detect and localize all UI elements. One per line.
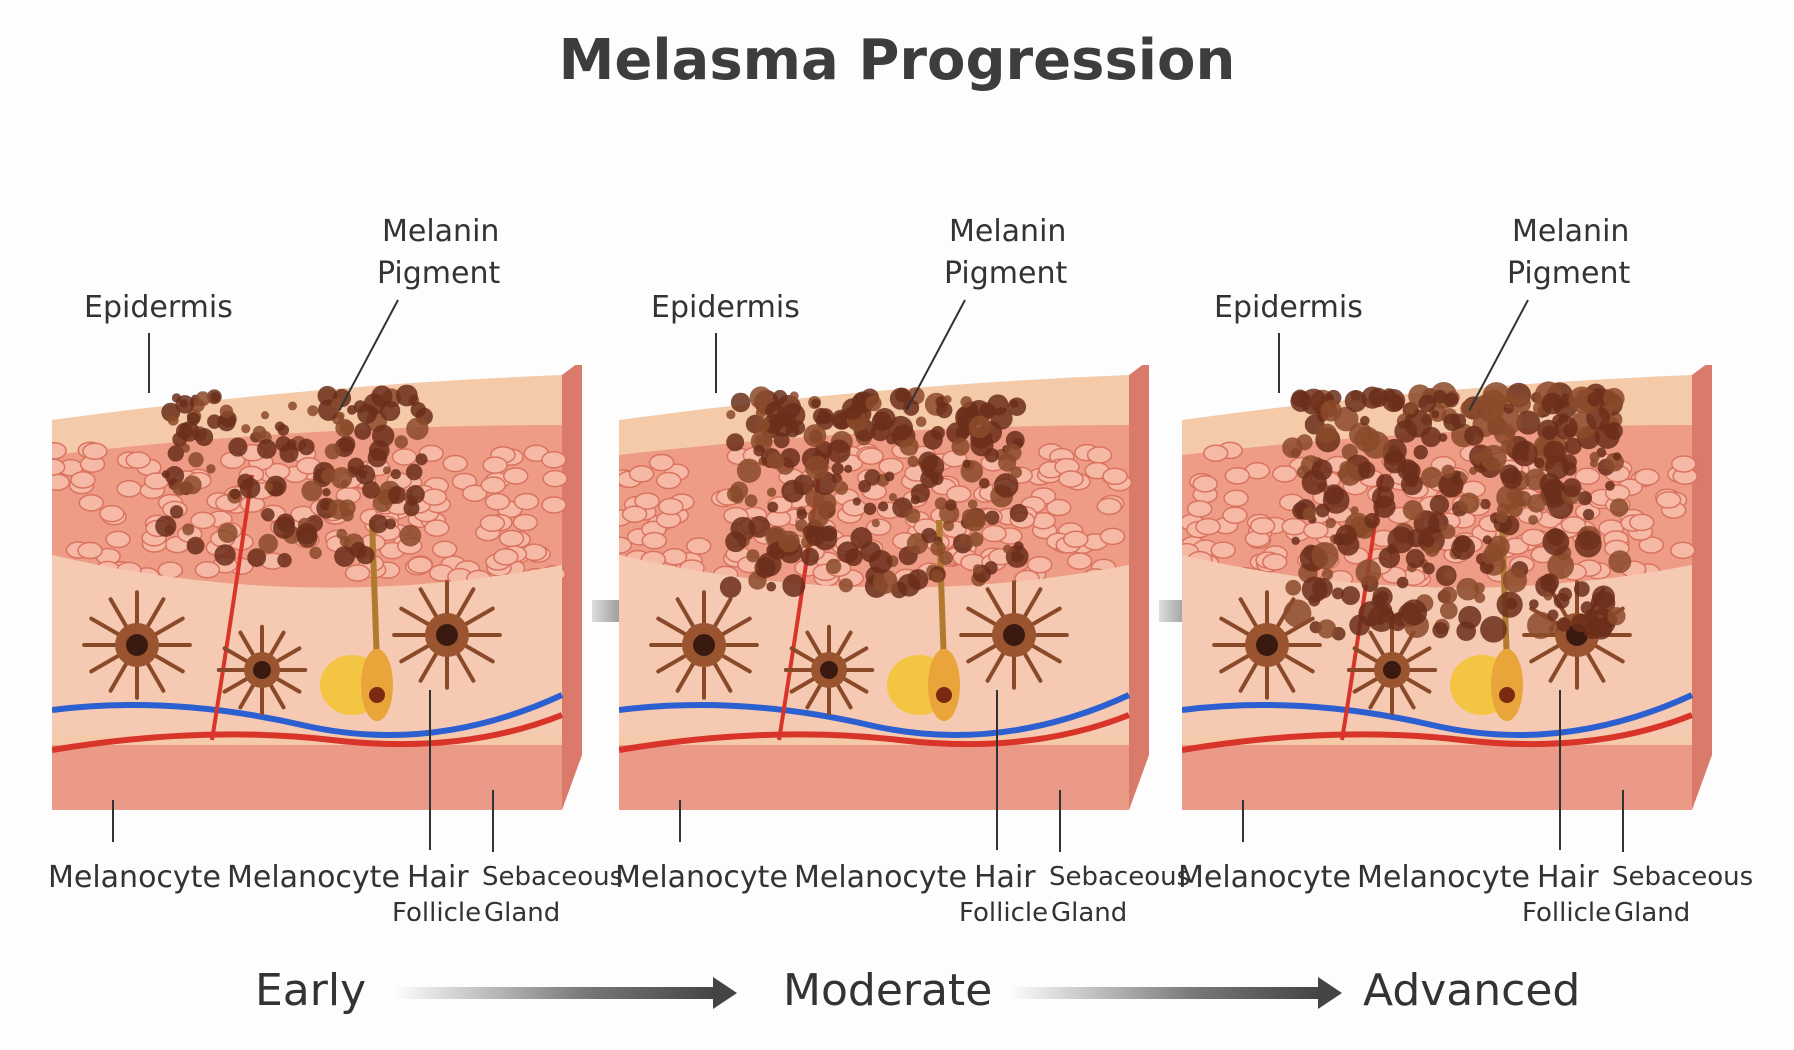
hair-follicle: [320, 519, 393, 721]
stage-arrow-icon: [395, 977, 737, 1009]
vein: [51, 692, 564, 738]
melanin-label: Melanin: [382, 214, 500, 249]
leader-line: [1059, 790, 1061, 852]
melanocyte-label: Melanocyte: [1357, 860, 1530, 895]
melanocyte: [392, 580, 502, 690]
follicle-label: Follicle: [959, 898, 1049, 928]
page-title: Melasma Progression: [558, 28, 1236, 93]
vein: [1181, 692, 1694, 738]
subcutaneous-layer: [619, 745, 1129, 810]
skin-cross-section-moderate: [606, 360, 1159, 815]
skin-cross-section-early: [39, 360, 592, 815]
artery: [618, 712, 1131, 753]
epidermis-label: Epidermis: [1214, 290, 1363, 325]
stage-label: Early: [255, 965, 367, 1016]
leader-line: [1559, 690, 1561, 850]
leader-line: [679, 800, 681, 842]
hair-follicle: [887, 519, 960, 721]
leader-line: [996, 690, 998, 850]
melanocyte-label: Melanocyte: [794, 860, 967, 895]
melanin-pigment-cluster: [155, 384, 433, 568]
follicle-label: Follicle: [1522, 898, 1612, 928]
stage-arrow-icon: [1010, 977, 1342, 1009]
pigment-label: Pigment: [1507, 256, 1631, 291]
gland-label: Gland: [1051, 898, 1128, 928]
hair-label: Hair: [974, 860, 1036, 895]
melanocyte: [959, 580, 1069, 690]
melanocyte: [783, 624, 875, 716]
hair-label: Hair: [407, 860, 469, 895]
subcutaneous-layer: [1182, 745, 1692, 810]
stage-label: Moderate: [783, 965, 993, 1016]
melanocyte: [1346, 624, 1438, 716]
gland-label: Gland: [1614, 898, 1691, 928]
leader-line: [715, 333, 717, 393]
melanin-label: Melanin: [949, 214, 1067, 249]
hair-follicle: [1450, 519, 1523, 721]
leader-line: [1278, 333, 1280, 393]
sebaceous-label: Sebaceous: [1049, 862, 1191, 892]
side-face: [1692, 360, 1712, 810]
epidermis-label: Epidermis: [651, 290, 800, 325]
melanocyte-label: Melanocyte: [227, 860, 400, 895]
gland-label: Gland: [484, 898, 561, 928]
melanocyte: [649, 590, 759, 700]
melanocyte: [216, 624, 308, 716]
melanin-label: Melanin: [1512, 214, 1630, 249]
pigment-label: Pigment: [377, 256, 501, 291]
hair-label: Hair: [1537, 860, 1599, 895]
dermis-layer: [619, 555, 1129, 735]
melanocyte-label: Melanocyte: [1178, 860, 1351, 895]
skin-cross-section-advanced: [1172, 360, 1722, 815]
subcutaneous-layer: [52, 745, 562, 810]
leader-line: [112, 800, 114, 842]
artery: [51, 712, 564, 753]
side-face: [562, 360, 582, 810]
melanocyte-label: Melanocyte: [48, 860, 221, 895]
stage-label: Advanced: [1363, 965, 1581, 1016]
leader-line: [492, 790, 494, 852]
dermis-layer: [52, 555, 562, 735]
leader-line: [148, 333, 150, 393]
melanocyte: [82, 590, 192, 700]
pigment-label: Pigment: [944, 256, 1068, 291]
leader-line: [429, 690, 431, 850]
melanin-pigment-cluster: [719, 386, 1029, 599]
sebaceous-label: Sebaceous: [482, 862, 624, 892]
side-face: [1129, 360, 1149, 810]
melanin-pigment-cluster: [1282, 381, 1632, 643]
follicle-label: Follicle: [392, 898, 482, 928]
leader-line: [1242, 800, 1244, 842]
sebaceous-label: Sebaceous: [1612, 862, 1754, 892]
melanocyte-label: Melanocyte: [615, 860, 788, 895]
epidermis-label: Epidermis: [84, 290, 233, 325]
artery: [1181, 712, 1694, 753]
vein: [618, 692, 1131, 738]
leader-line: [1622, 790, 1624, 852]
